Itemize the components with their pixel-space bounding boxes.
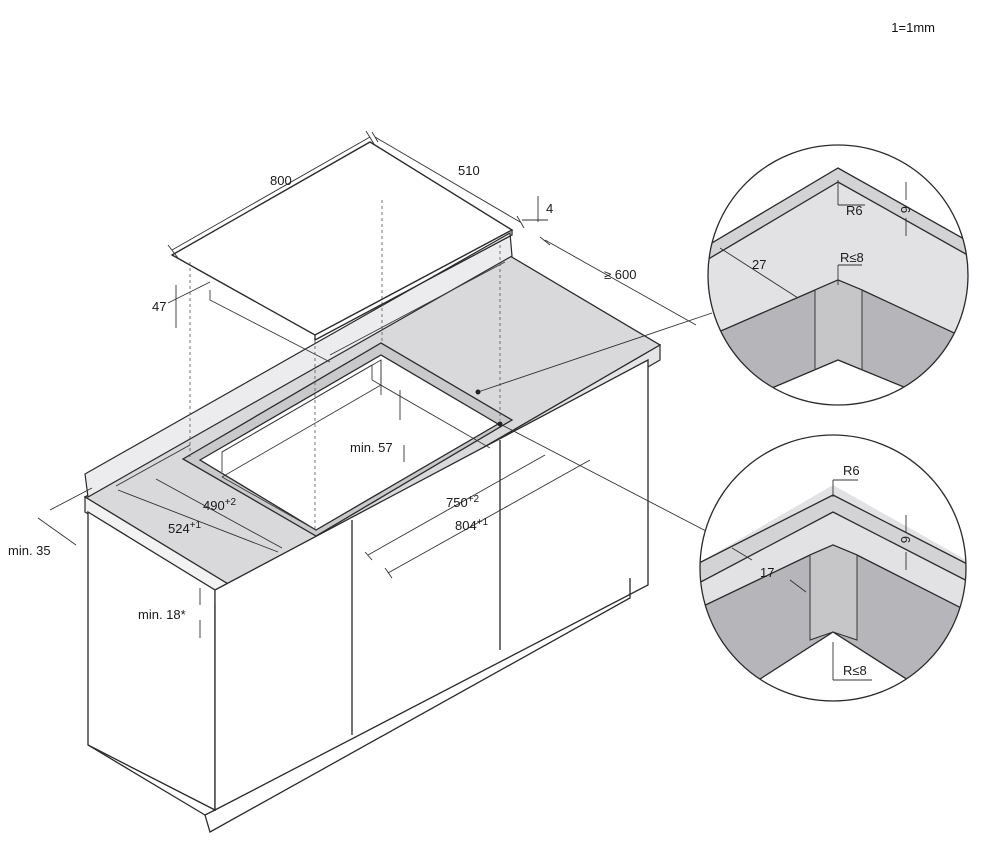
hob-appliance: [170, 141, 514, 530]
scale-note: 1=1mm: [891, 20, 935, 35]
dim-recess-depth: 524+1: [168, 520, 202, 536]
dim-min-front: min. 35: [8, 543, 51, 558]
cabinet-plinth: [204, 578, 631, 833]
hob-glass-edge: [314, 230, 513, 342]
detail-bottom-outer-radius: R6: [843, 463, 860, 478]
dimension-lines: [37, 130, 713, 638]
dim-glass-thickness: 4: [546, 201, 553, 216]
dim-hob-depth: 510: [458, 163, 480, 178]
dim-worktop-depth: ≥ 600: [604, 267, 636, 282]
dim-hob-width: 800: [270, 173, 292, 188]
dim-min-worktop: min. 18*: [138, 607, 186, 622]
dim-cutout-width: 750+2: [446, 494, 480, 510]
detail-top-outer-radius: R6: [846, 203, 863, 218]
detail-corner-bottom: R6 6 17 R≤8: [699, 434, 967, 702]
detail-top-inner-radius: R≤8: [840, 250, 864, 265]
cabinet-base-edge: [87, 744, 206, 816]
detail-bottom-offset: 17: [760, 565, 774, 580]
dim-min-clearance: min. 57: [350, 440, 393, 455]
cabinet-front: [214, 358, 649, 812]
detail-bottom-step-depth: 6: [898, 536, 913, 543]
worktop-upstand: [84, 232, 513, 498]
detail-top-step-depth: 6: [898, 206, 913, 213]
detail-bottom-inner-radius: R≤8: [843, 663, 867, 678]
dim-recess-width: 804+1: [455, 517, 489, 533]
dim-cutout-depth: 490+2: [203, 497, 237, 513]
detail-top-offset: 27: [752, 257, 766, 272]
kitchen-cabinet: [83, 232, 662, 833]
dimension-labels: 800 510 4 47 ≥ 600 490+2 524+1 750+2 804…: [8, 163, 636, 622]
detail-corner-top: R6 6 27 R≤8: [707, 144, 969, 406]
dim-hob-height: 47: [152, 299, 166, 314]
